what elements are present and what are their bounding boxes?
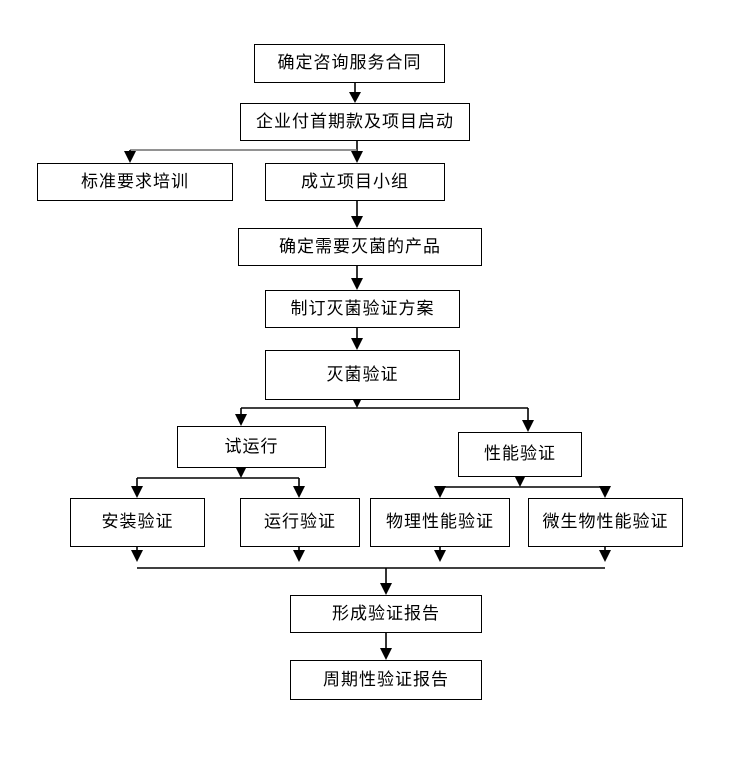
node-label: 成立项目小组 bbox=[301, 171, 409, 192]
node-periodic-validation-report[interactable]: 周期性验证报告 bbox=[290, 660, 482, 700]
node-label: 标准要求培训 bbox=[81, 171, 189, 192]
edge-performance-split-bus bbox=[434, 475, 611, 498]
edge-trial-split-bus bbox=[131, 466, 305, 498]
node-label: 确定咨询服务合同 bbox=[277, 53, 422, 74]
node-label: 物理性能验证 bbox=[386, 512, 494, 533]
edge-payment-to-team bbox=[351, 141, 363, 163]
node-label: 运行验证 bbox=[264, 512, 336, 533]
node-installation-qualification[interactable]: 安装验证 bbox=[70, 498, 205, 547]
node-physical-performance-validation[interactable]: 物理性能验证 bbox=[370, 498, 510, 547]
node-label: 性能验证 bbox=[484, 444, 556, 465]
edge-payment-to-training bbox=[124, 149, 357, 163]
node-label: 形成验证报告 bbox=[332, 603, 440, 624]
node-label: 试运行 bbox=[224, 436, 279, 457]
edge-team-to-products bbox=[351, 201, 363, 228]
node-label: 企业付首期款及项目启动 bbox=[256, 111, 454, 132]
node-label: 确定需要灭菌的产品 bbox=[279, 236, 441, 257]
node-label: 安装验证 bbox=[101, 512, 174, 533]
node-standard-requirements-training[interactable]: 标准要求培训 bbox=[37, 163, 233, 201]
node-operational-qualification[interactable]: 运行验证 bbox=[240, 498, 360, 547]
node-determine-products-to-sterilize[interactable]: 确定需要灭菌的产品 bbox=[238, 228, 482, 266]
node-form-validation-report[interactable]: 形成验证报告 bbox=[290, 595, 482, 633]
node-establish-project-team[interactable]: 成立项目小组 bbox=[265, 163, 445, 201]
edge-merge-bus-to-report bbox=[131, 547, 611, 595]
node-determine-consulting-contract[interactable]: 确定咨询服务合同 bbox=[254, 44, 445, 83]
edge-contract-to-payment bbox=[349, 83, 361, 103]
node-performance-validation[interactable]: 性能验证 bbox=[458, 432, 582, 477]
node-formulate-sterilization-validation-plan[interactable]: 制订灭菌验证方案 bbox=[265, 290, 460, 328]
node-label: 周期性验证报告 bbox=[323, 669, 449, 690]
edge-products-to-plan bbox=[351, 266, 363, 290]
node-label: 灭菌验证 bbox=[326, 364, 399, 385]
node-microbiological-performance-validation[interactable]: 微生物性能验证 bbox=[528, 498, 683, 547]
edge-plan-to-validation bbox=[351, 328, 363, 350]
node-sterilization-validation[interactable]: 灭菌验证 bbox=[265, 350, 460, 400]
edge-report-to-periodic-report bbox=[380, 633, 392, 660]
node-enterprise-initial-payment-and-project-start[interactable]: 企业付首期款及项目启动 bbox=[240, 103, 470, 141]
node-label: 制订灭菌验证方案 bbox=[290, 298, 435, 319]
node-label: 微生物性能验证 bbox=[542, 512, 669, 533]
node-trial-operation[interactable]: 试运行 bbox=[177, 426, 326, 468]
